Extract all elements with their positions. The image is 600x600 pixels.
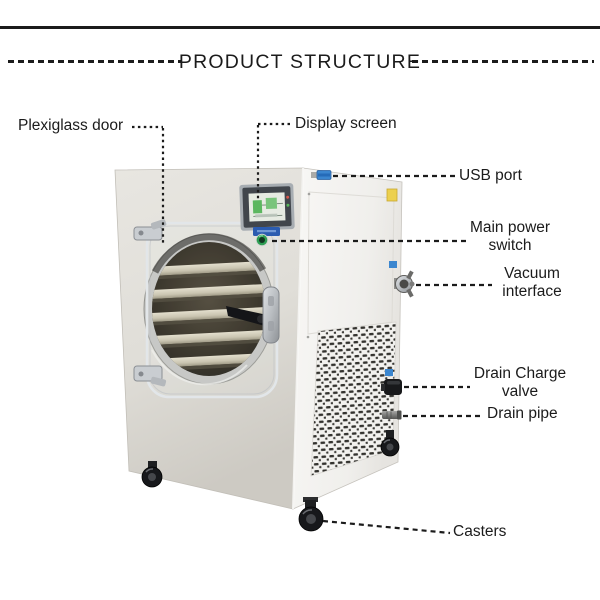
callout-vacuum-interface: Vacuum interface xyxy=(502,265,562,300)
vacuum-sticker xyxy=(389,261,397,268)
shelf xyxy=(152,260,266,280)
drain-charge-valve xyxy=(381,369,402,395)
callout-display-screen: Display screen xyxy=(295,115,397,132)
callout-drain-charge-valve: Drain Charge valve xyxy=(473,365,567,400)
plexiglass-door xyxy=(133,219,280,399)
usb-port xyxy=(311,170,332,180)
page-title: PRODUCT STRUCTURE xyxy=(178,51,422,73)
warning-sticker xyxy=(386,188,398,202)
caster-front-left xyxy=(141,461,163,488)
chamber-inner-shadow xyxy=(151,233,267,274)
leader-casters xyxy=(322,519,451,535)
indicator-led-red xyxy=(286,195,290,199)
callout-drain-pipe: Drain pipe xyxy=(487,405,558,422)
callout-casters: Casters xyxy=(453,523,507,540)
drain-valve-sticker xyxy=(385,369,393,376)
main-power-switch-button xyxy=(255,233,269,247)
leader-plexiglass-door xyxy=(132,125,165,246)
callout-usb-port: USB port xyxy=(459,167,522,184)
screen-diagram-graphics xyxy=(252,197,283,218)
door-hinge-bottom xyxy=(133,365,167,387)
drain-pipe xyxy=(382,410,402,420)
side-panel-seam xyxy=(307,191,395,335)
caster-rear-right xyxy=(380,430,400,457)
shelf xyxy=(152,329,266,349)
indicator-led-green xyxy=(286,203,290,207)
display-screen-assembly xyxy=(239,183,295,231)
vacuum-interface xyxy=(389,261,415,298)
callout-main-power-switch: Main power switch xyxy=(469,219,551,254)
machine-corner-highlight xyxy=(292,167,304,510)
brand-tag xyxy=(253,227,280,236)
leader-display-screen xyxy=(256,122,290,199)
door-handle xyxy=(226,286,280,344)
chamber-ring-highlight xyxy=(151,349,248,386)
callout-plexiglass-door: Plexiglass door xyxy=(18,117,124,134)
shelf xyxy=(152,283,266,303)
caster-front-right xyxy=(298,497,324,532)
title-dash-right xyxy=(412,60,594,63)
chamber xyxy=(143,233,275,386)
top-rule xyxy=(0,26,600,29)
shelf-stack xyxy=(152,260,266,372)
door-hinge-top xyxy=(133,219,167,241)
title-dash-left xyxy=(8,60,182,63)
